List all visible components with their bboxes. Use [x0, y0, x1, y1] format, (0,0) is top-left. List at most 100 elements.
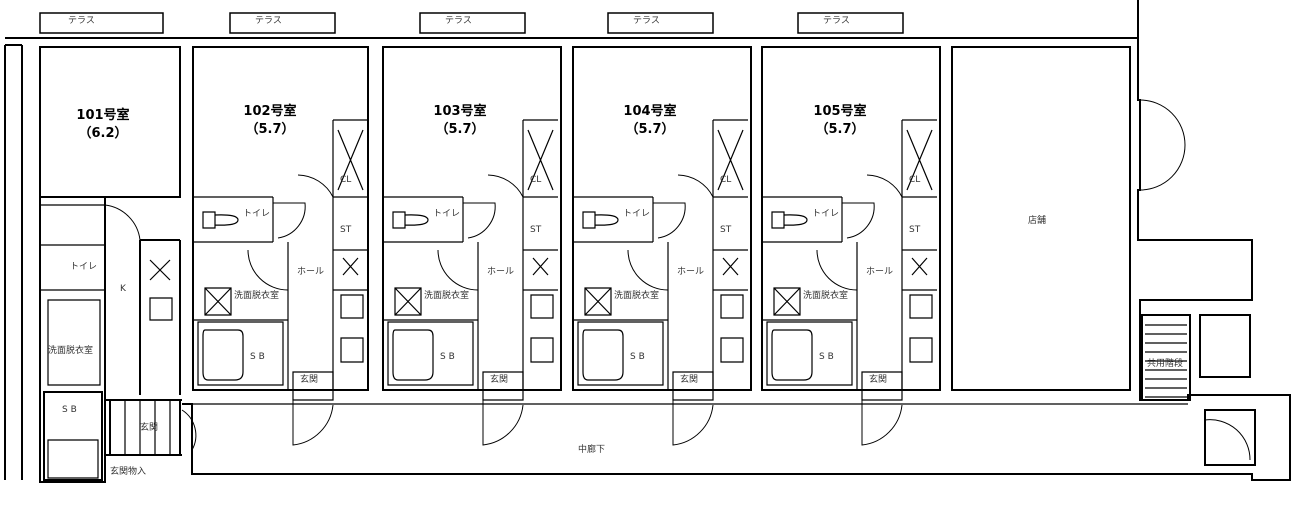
unit-102-toilet-door	[273, 202, 306, 239]
unit-103-fridge	[532, 257, 549, 276]
unit-101-room-door	[104, 204, 141, 241]
unit-101-bathtub	[47, 439, 99, 479]
washroom-102-label: 洗面脱衣室	[234, 291, 280, 301]
unit-102-fridge	[342, 257, 359, 276]
unit-104-fridge	[722, 257, 739, 276]
room-104-name: 104号室	[623, 104, 677, 119]
room-102-name: 102号室	[243, 104, 297, 119]
unit-104-kitchen-wall	[712, 119, 748, 390]
unit-103-toilet-wall	[383, 197, 464, 243]
unit-104-bathtub	[582, 329, 624, 381]
bath-101-label: S B	[62, 405, 77, 415]
terrace-101-label: テラス	[68, 16, 95, 26]
hall-102-label: ホール	[297, 267, 325, 277]
unit-105-kitchen-wall	[901, 119, 937, 390]
room-105-label: 105号室 （5.7）	[795, 103, 885, 139]
unit-103-sink	[530, 294, 554, 319]
unit-103-kitchen-wall	[522, 119, 558, 390]
kitchen-101-label: K	[120, 284, 126, 294]
terrace-103	[419, 12, 526, 34]
unit-103-closet-hatch	[527, 129, 554, 191]
unit-105-stove	[909, 337, 933, 363]
unit-105-wash-door	[816, 249, 858, 291]
shop-label: 店舗	[1028, 216, 1047, 226]
hall-103-label: ホール	[487, 267, 515, 277]
toilet-105-label: トイレ	[812, 209, 840, 219]
bath-104-label: S B	[630, 352, 645, 362]
unit-102-closet-hatch	[337, 129, 364, 191]
unit-105-washer	[773, 287, 801, 316]
room-104-size: （5.7）	[625, 122, 675, 137]
stairs-label: 共用階段	[1147, 359, 1184, 369]
room-105-size: （5.7）	[815, 122, 865, 137]
entrance-104-label: 玄関	[680, 375, 699, 385]
unit-103-bath-wall	[383, 242, 479, 390]
terrace-103-label: テラス	[445, 16, 472, 26]
unit-102-room-door	[297, 174, 334, 198]
unit-103-stove	[530, 337, 554, 363]
unit-104-wash-door	[627, 249, 669, 291]
unit-102-sink	[340, 294, 364, 319]
closet-103-label: CL	[530, 175, 542, 185]
storage-105-label: ST	[909, 225, 921, 235]
entrance-105-label: 玄関	[869, 375, 888, 385]
storage-102-label: ST	[340, 225, 352, 235]
room-105-name: 105号室	[813, 104, 867, 119]
corridor-label: 中廊下	[578, 445, 606, 455]
closet-102-label: CL	[340, 175, 352, 185]
terrace-104	[607, 12, 714, 34]
unit-104-wall	[572, 46, 752, 391]
unit-103-bathtub	[392, 329, 434, 381]
unit-104-entrance-wall	[672, 371, 714, 401]
unit-101-entry-door	[181, 409, 197, 451]
room-101-label: 101号室 （6.2）	[58, 107, 148, 143]
unit-105-entrance-wall	[861, 371, 903, 401]
room-101-size: （6.2）	[78, 126, 128, 141]
room-102-size: （5.7）	[245, 122, 295, 137]
toilet-103-label: トイレ	[433, 209, 461, 219]
unit-104-stove	[720, 337, 744, 363]
room-102-label: 102号室 （5.7）	[225, 103, 315, 139]
unit-104-toilet	[582, 211, 619, 229]
unit-102-kitchen-wall	[332, 119, 368, 390]
washroom-101-label: 洗面脱衣室	[48, 346, 94, 356]
unit-105-toilet-door	[842, 202, 875, 239]
unit-103-entry-door	[482, 400, 524, 446]
unit-104-toilet-wall	[573, 197, 654, 243]
room-103-name: 103号室	[433, 104, 487, 119]
unit-101-partitions	[40, 204, 105, 386]
terrace-105-label: テラス	[823, 16, 850, 26]
washroom-104-label: 洗面脱衣室	[614, 291, 660, 301]
stairs-treads	[1145, 324, 1187, 398]
terrace-105	[797, 12, 904, 34]
shop-wall	[951, 46, 1131, 391]
washroom-105-label: 洗面脱衣室	[803, 291, 849, 301]
bath-105-label: S B	[819, 352, 834, 362]
entrance-storage-101-label: 玄関物入	[110, 467, 147, 477]
closet-104-label: CL	[720, 175, 732, 185]
unit-102-wash-door	[247, 249, 289, 291]
unit-103-entrance-wall	[482, 371, 524, 401]
unit-103-wall	[382, 46, 562, 391]
toilet-104-label: トイレ	[623, 209, 651, 219]
unit-102-bathtub	[202, 329, 244, 381]
unit-101-storage-lines	[109, 400, 171, 455]
unit-105-bath-wall	[762, 242, 858, 390]
unit-102-toilet-wall	[193, 197, 274, 243]
unit-101-kitchen	[149, 259, 173, 321]
unit-105-toilet	[771, 211, 808, 229]
hall-104-label: ホール	[677, 267, 705, 277]
bath-103-label: S B	[440, 352, 455, 362]
unit-103-wash-door	[437, 249, 479, 291]
unit-103-room-door	[487, 174, 524, 198]
storage-103-label: ST	[530, 225, 542, 235]
closet-105-label: CL	[909, 175, 921, 185]
terrace-104-label: テラス	[633, 16, 660, 26]
hall-105-label: ホール	[866, 267, 894, 277]
unit-102-stove	[340, 337, 364, 363]
unit-104-closet-hatch	[717, 129, 744, 191]
left-wall	[4, 44, 23, 480]
unit-103-toilet	[392, 211, 429, 229]
unit-105-toilet-wall	[762, 197, 843, 243]
